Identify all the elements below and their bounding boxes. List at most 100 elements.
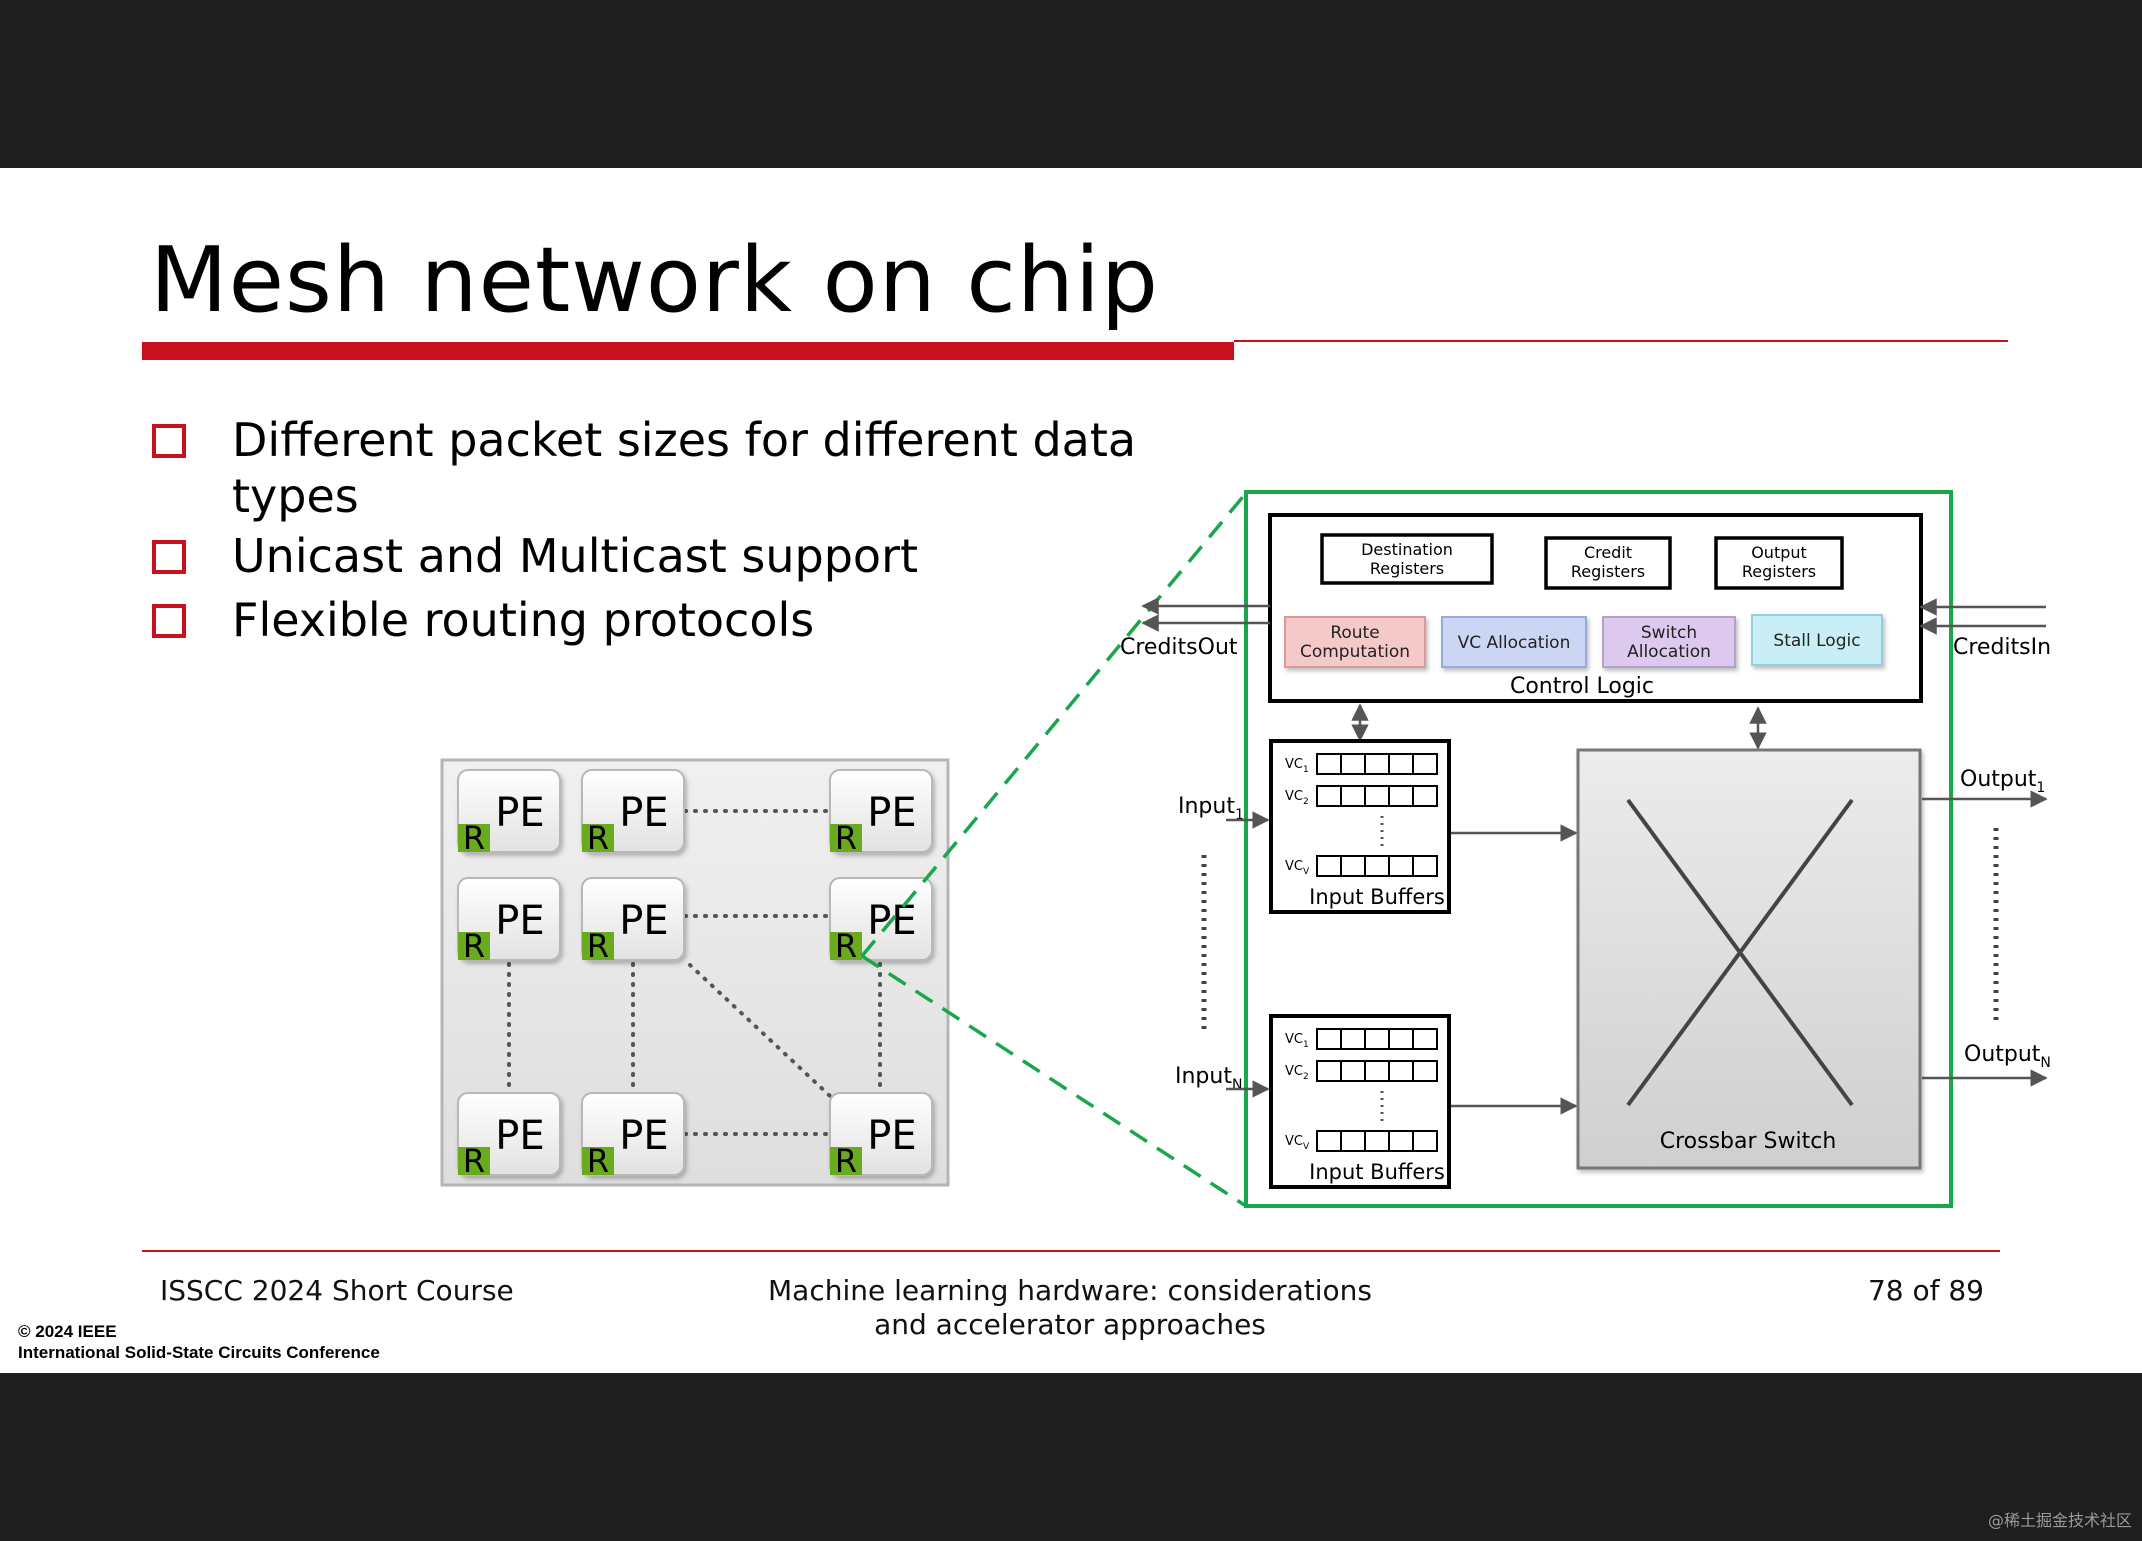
- pe-tile-zoomed: PE R: [829, 877, 933, 965]
- router-label: R: [587, 927, 609, 965]
- bullet-square-icon: [152, 604, 186, 638]
- vc-label: VC2: [1285, 1064, 1309, 1082]
- router-label: R: [463, 819, 485, 857]
- pe-label: PE: [867, 790, 916, 836]
- router-badge: [830, 1147, 862, 1175]
- credits-in-label: CreditsIn: [1953, 635, 2051, 660]
- input-n-label: InputN: [1175, 1064, 1242, 1093]
- pe-label: PE: [867, 1113, 916, 1159]
- zoom-callout-lines: [860, 491, 1248, 1208]
- footer-rule: [142, 1250, 2000, 1252]
- pe-tile: PE R: [581, 769, 685, 857]
- diagram: PE R PE R PE R PE: [440, 490, 2051, 1208]
- vc-allocation-unit: VC Allocation: [1441, 616, 1587, 668]
- router-label: R: [835, 1142, 857, 1180]
- vc-label: VC1: [1285, 757, 1309, 775]
- pe-tile: PE R: [457, 769, 561, 857]
- credits-in-arrows: [1919, 598, 2046, 635]
- output-1-label: Output1: [1960, 767, 2045, 796]
- copyright-line1: © 2024 IEEE: [18, 1322, 117, 1341]
- crossbar-switch: Crossbar Switch: [1576, 748, 1922, 1170]
- pe-label: PE: [619, 790, 668, 836]
- bullet-square-icon: [152, 424, 186, 458]
- stall-logic-unit: Stall Logic: [1751, 614, 1883, 666]
- input-buffers-label: Input Buffers: [1309, 1160, 1445, 1184]
- vc-label: VCV: [1285, 1134, 1310, 1152]
- bullet-square-icon: [152, 540, 186, 574]
- pe-label: PE: [619, 898, 668, 944]
- vc-allocation-label: VC Allocation: [1458, 633, 1571, 653]
- router-label: R: [835, 927, 857, 965]
- pe-tile: PE R: [457, 877, 561, 965]
- watermark: @稀土掘金技术社区: [1987, 1511, 2132, 1530]
- pe-tile: PE R: [829, 1092, 933, 1180]
- bullet-text: Flexible routing protocols: [232, 593, 815, 647]
- router-label: R: [463, 927, 485, 965]
- footer-course: ISSCC 2024 Short Course: [160, 1274, 514, 1307]
- crossbar-label: Crossbar Switch: [1660, 1129, 1837, 1154]
- control-logic-label: Control Logic: [1510, 674, 1654, 699]
- input-1-label: Input1: [1178, 794, 1244, 823]
- pe-tile: PE R: [581, 877, 685, 965]
- input-buffers-label: Input Buffers: [1309, 885, 1445, 909]
- letterbox-bottom: @稀土掘金技术社区: [0, 1373, 2142, 1541]
- vc-queues: [1316, 753, 1438, 877]
- pe-label: PE: [495, 790, 544, 836]
- footer-talk-title-line1: Machine learning hardware: consideration…: [768, 1274, 1372, 1307]
- crossbar-x-icon: [1626, 798, 1854, 1107]
- zoom-line: [860, 491, 1248, 958]
- pe-tile: PE R: [829, 769, 933, 857]
- slide-title: Mesh network on chip: [150, 228, 1160, 333]
- letterbox-top: [0, 0, 2142, 168]
- input-buffers-bottom: VC1 VC2 VCV Input Buffers: [1269, 1014, 1451, 1189]
- vc-label: VC1: [1285, 1032, 1309, 1050]
- footer-talk-title: Machine learning hardware: consideration…: [740, 1274, 1400, 1342]
- credits-out-arrows: [1141, 597, 1270, 632]
- router-badge: [582, 1147, 614, 1175]
- router-label: R: [463, 1142, 485, 1180]
- router-label: R: [587, 1142, 609, 1180]
- router-badge: [458, 932, 490, 960]
- vc-label: VC2: [1285, 789, 1309, 807]
- pe-label: PE: [495, 898, 544, 944]
- output-n-label: OutputN: [1964, 1042, 2051, 1071]
- bullet-text: Unicast and Multicast support: [232, 529, 919, 583]
- page-number: 78 of 89: [1867, 1274, 1984, 1307]
- pe-tile: PE R: [581, 1092, 685, 1180]
- router-badge: [458, 824, 490, 852]
- router-label: R: [835, 819, 857, 857]
- pe-label: PE: [619, 1113, 668, 1159]
- bullet-text: Different packet sizes for different dat…: [232, 413, 1137, 523]
- vc-queues: [1316, 1028, 1438, 1152]
- router-badge: [582, 932, 614, 960]
- pe-label: PE: [495, 1113, 544, 1159]
- mesh-grid: PE R PE R PE R PE: [440, 758, 950, 1187]
- vc-label: VCV: [1285, 859, 1310, 877]
- mesh-links: [507, 809, 882, 1136]
- router-badge: [830, 824, 862, 852]
- title-rule-thin: [1234, 340, 2008, 342]
- mesh-link: [688, 963, 832, 1098]
- copyright-line2: International Solid-State Circuits Confe…: [18, 1343, 380, 1362]
- pe-tile: PE R: [457, 1092, 561, 1180]
- stall-logic-label: Stall Logic: [1773, 631, 1860, 651]
- router-badge: [830, 932, 862, 960]
- router-label: R: [587, 819, 609, 857]
- footer-talk-title-line2: and accelerator approaches: [874, 1308, 1266, 1341]
- title-rule: [142, 342, 1234, 360]
- input-buffers-top: VC1 VC2 VCV Input Buffers: [1269, 739, 1451, 914]
- zoom-line: [861, 954, 1247, 1208]
- slide: Mesh network on chip Different packet si…: [0, 168, 2142, 1373]
